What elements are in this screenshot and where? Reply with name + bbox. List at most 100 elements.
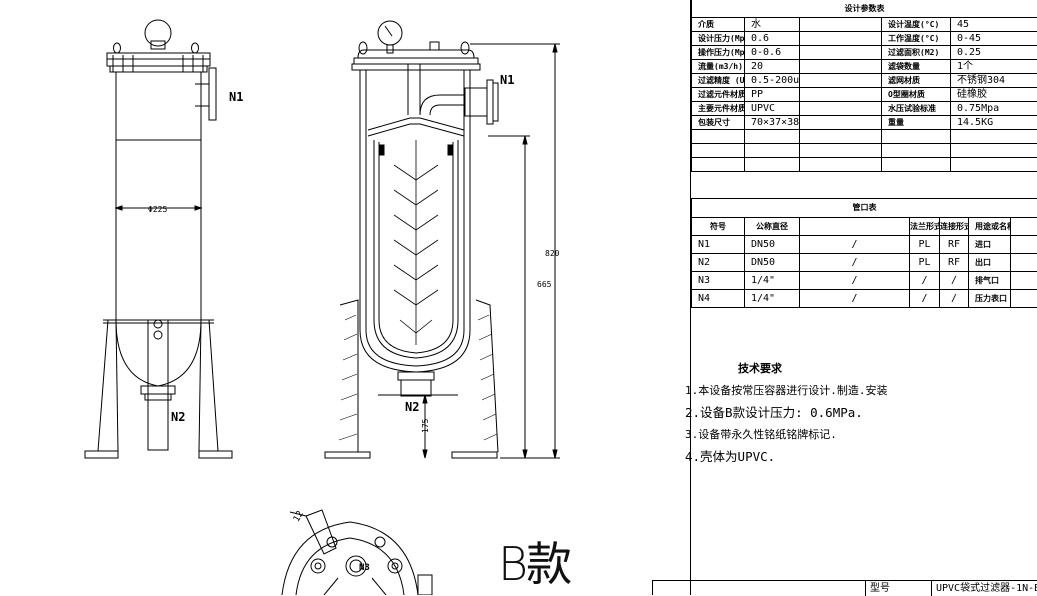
param-empty bbox=[800, 102, 882, 116]
design-param-row-empty bbox=[692, 144, 1037, 158]
param-value: 14.5KG bbox=[951, 116, 1037, 130]
section-view bbox=[325, 21, 560, 458]
param-label: 水压试验标准 bbox=[882, 102, 951, 116]
param-empty bbox=[745, 130, 800, 144]
param-label: 主要元件材质 bbox=[692, 102, 745, 116]
ports-header: 公称直径 bbox=[745, 218, 800, 236]
port-std: / bbox=[800, 272, 910, 290]
param-value: 硅橡胶 bbox=[951, 88, 1037, 102]
param-empty bbox=[692, 130, 745, 144]
ports-table: 管口表 符号 公称直径 法兰形式 连接形式 用途或名称 N1DN50/PLRF进… bbox=[691, 198, 1037, 308]
left-elevation-view bbox=[85, 20, 232, 458]
label-n1-right: N1 bbox=[500, 73, 514, 87]
param-empty bbox=[800, 130, 882, 144]
port-conn: RF bbox=[940, 236, 969, 254]
param-value: 0.25 bbox=[951, 46, 1037, 60]
plan-view bbox=[282, 510, 432, 595]
param-label: 包装尺寸 bbox=[692, 116, 745, 130]
param-empty bbox=[800, 46, 882, 60]
ports-header bbox=[800, 218, 910, 236]
label-820: 820 bbox=[545, 249, 560, 258]
param-empty bbox=[692, 144, 745, 158]
label-n3: N3 bbox=[359, 563, 370, 573]
param-label: 流量(m3/h) bbox=[692, 60, 745, 74]
port-use: 压力表口 bbox=[969, 290, 1011, 308]
param-label: 工作温度(°C) bbox=[882, 32, 951, 46]
design-param-row-empty bbox=[692, 130, 1037, 144]
port-symbol: N3 bbox=[692, 272, 745, 290]
param-empty bbox=[800, 144, 882, 158]
param-label: 重量 bbox=[882, 116, 951, 130]
port-dn: 1/4" bbox=[745, 272, 800, 290]
port-dn: DN50 bbox=[745, 236, 800, 254]
port-std: / bbox=[800, 254, 910, 272]
requirement-item: 1.本设备按常压容器进行设计.制造.安装 bbox=[685, 380, 1025, 402]
port-dn: DN50 bbox=[745, 254, 800, 272]
param-value: 0.75Mpa bbox=[951, 102, 1037, 116]
port-conn: / bbox=[940, 290, 969, 308]
param-empty bbox=[692, 158, 745, 172]
param-value: 0.6 bbox=[745, 32, 800, 46]
requirements-title: 技术要求 bbox=[738, 360, 1025, 376]
param-empty bbox=[745, 144, 800, 158]
port-std: / bbox=[800, 290, 910, 308]
param-value: UPVC bbox=[745, 102, 800, 116]
param-empty bbox=[800, 116, 882, 130]
technical-requirements: 技术要求 1.本设备按常压容器进行设计.制造.安装 2.设备B款设计压力: 0.… bbox=[685, 360, 1025, 468]
port-use: 排气口 bbox=[969, 272, 1011, 290]
param-empty bbox=[800, 32, 882, 46]
port-flange: / bbox=[910, 272, 940, 290]
design-params-body: 介质水设计温度(°C)45设计压力(Mpa.g)0.6工作温度(°C)0-45操… bbox=[692, 18, 1037, 172]
port-conn: RF bbox=[940, 254, 969, 272]
title-block: 型号 UPVC袋式过滤器-1N-B bbox=[652, 580, 1037, 595]
port-empty bbox=[1011, 272, 1037, 290]
port-conn: / bbox=[940, 272, 969, 290]
title-block-label: 型号 bbox=[865, 581, 926, 596]
param-label: 操作压力(Mpa.g) bbox=[692, 46, 745, 60]
param-label: 过滤精度 (UM) bbox=[692, 74, 745, 88]
param-empty bbox=[882, 130, 951, 144]
ports-header: 用途或名称 bbox=[969, 218, 1011, 236]
port-dn: 1/4" bbox=[745, 290, 800, 308]
param-label: O型圈材质 bbox=[882, 88, 951, 102]
label-665: 665 bbox=[537, 280, 552, 289]
param-empty bbox=[800, 74, 882, 88]
param-empty bbox=[951, 130, 1037, 144]
param-empty bbox=[745, 158, 800, 172]
ports-header: 符号 bbox=[692, 218, 745, 236]
label-n2-left: N2 bbox=[171, 410, 185, 424]
port-flange: / bbox=[910, 290, 940, 308]
port-symbol: N2 bbox=[692, 254, 745, 272]
param-empty bbox=[882, 158, 951, 172]
param-label: 滤袋数量 bbox=[882, 60, 951, 74]
param-empty bbox=[800, 158, 882, 172]
param-value: 20 bbox=[745, 60, 800, 74]
port-empty bbox=[1011, 254, 1037, 272]
requirement-item: 2.设备B款设计压力: 0.6MPa. bbox=[685, 402, 1025, 424]
param-empty bbox=[951, 144, 1037, 158]
port-flange: PL bbox=[910, 254, 940, 272]
param-empty bbox=[800, 60, 882, 74]
requirement-item: 3.设备带永久性铭纸铭牌标记. bbox=[685, 424, 1025, 446]
param-label: 滤网材质 bbox=[882, 74, 951, 88]
design-param-row: 介质水设计温度(°C)45 bbox=[692, 18, 1037, 32]
design-param-row-empty bbox=[692, 158, 1037, 172]
param-value: PP bbox=[745, 88, 800, 102]
port-symbol: N4 bbox=[692, 290, 745, 308]
design-params-title: 设计参数表 bbox=[692, 0, 1037, 18]
design-param-row: 过滤精度 (UM)0.5-200um滤网材质不锈钢304 bbox=[692, 74, 1037, 88]
ports-header: 连接形式 bbox=[940, 218, 969, 236]
ports-header bbox=[1011, 218, 1037, 236]
param-label: 设计压力(Mpa.g) bbox=[692, 32, 745, 46]
port-use: 出口 bbox=[969, 254, 1011, 272]
